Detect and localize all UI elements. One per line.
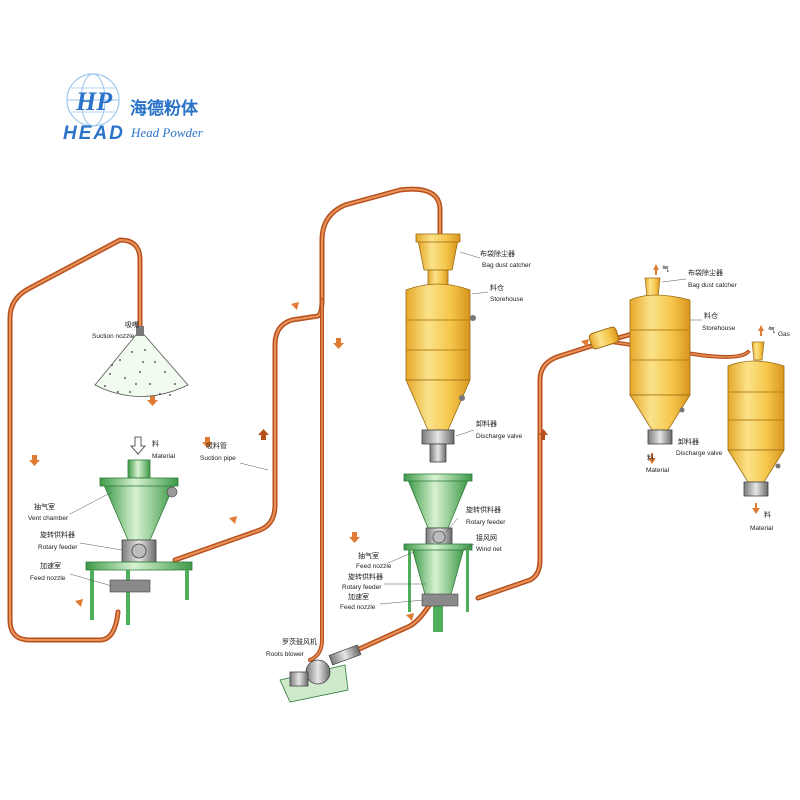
pipe-suction-main bbox=[172, 186, 443, 563]
label-vent-chamber-en: Vent chamber bbox=[28, 515, 69, 522]
label-rotary-feeder-cn-2: 旋转供料器 bbox=[466, 505, 501, 514]
label-feed-nozzle-en-3: Feed nozzle bbox=[340, 604, 376, 611]
suction-nozzle bbox=[94, 326, 189, 397]
material-down-arrow-icon bbox=[648, 453, 656, 464]
logo-name-en: Head Powder bbox=[130, 125, 204, 140]
label-material-en-3: Material bbox=[750, 525, 774, 532]
label-suction-nozzle-en: Suction nozzle bbox=[92, 333, 135, 340]
label-discharge-valve-cn-2: 卸料器 bbox=[678, 437, 699, 446]
storehouse-silo-1 bbox=[405, 233, 476, 463]
label-feed-nozzle-cn-3: 加速室 bbox=[348, 592, 369, 601]
label-storehouse-cn-1: 料仓 bbox=[490, 283, 504, 292]
label-discharge-valve-en-2: Discharge valve bbox=[676, 450, 723, 457]
arrow-icon bbox=[147, 395, 158, 406]
arrow-icon bbox=[29, 455, 40, 466]
pipe-drop-blower bbox=[308, 298, 324, 662]
label-feed-nozzle-cn-1: 加速室 bbox=[40, 561, 61, 570]
diverter-valve bbox=[588, 326, 620, 350]
label-bag-dust-catcher-en-1: Bag dust catcher bbox=[482, 262, 532, 269]
label-bag-dust-catcher-cn-2: 布袋除尘器 bbox=[688, 268, 723, 277]
storehouse-silo-2 bbox=[629, 277, 691, 445]
label-rotary-feeder-cn-1: 旋转供料器 bbox=[40, 530, 75, 539]
material-arrow-icon bbox=[130, 436, 146, 455]
rotary-feeder-unit-2 bbox=[403, 473, 473, 632]
globe-icon bbox=[66, 73, 120, 127]
arrow-icon bbox=[202, 437, 213, 448]
arrow-icon bbox=[258, 429, 269, 440]
logo-wordmark: HEAD bbox=[63, 123, 125, 144]
arrow-icon bbox=[539, 429, 548, 440]
gas-up-arrow-icon bbox=[758, 325, 764, 336]
label-feed-nozzle-en-2: Feed nozzle bbox=[356, 563, 392, 570]
gas-up-arrow-icon bbox=[653, 264, 659, 275]
label-roots-blower-en: Roots blower bbox=[266, 651, 305, 658]
label-storehouse-en-1: Storehouse bbox=[490, 296, 524, 303]
label-material-cn-1: 料 bbox=[152, 439, 159, 448]
arrow-icon bbox=[580, 339, 589, 348]
label-material-cn-3: 料 bbox=[764, 510, 771, 519]
label-rotary-feeder-en-1: Rotary feeder bbox=[38, 544, 78, 551]
label-rotary-feeder-cn-3: 旋转供料器 bbox=[348, 572, 383, 581]
label-bag-dust-catcher-cn-1: 布袋除尘器 bbox=[480, 249, 515, 258]
label-suction-pipe-en: Suction pipe bbox=[200, 455, 236, 462]
roots-blower bbox=[279, 644, 362, 703]
arrow-icon bbox=[290, 302, 299, 311]
label-material-en-2: Material bbox=[646, 467, 670, 474]
arrow-icon bbox=[333, 338, 344, 349]
label-gas-en-2: Gas bbox=[778, 331, 791, 338]
label-rotary-feeder-en-3: Rotary feeder bbox=[342, 584, 382, 591]
arrow-icon bbox=[405, 613, 414, 622]
label-roots-blower-cn: 罗茨鼓风机 bbox=[282, 637, 317, 646]
label-wind-net-en: Wind net bbox=[476, 546, 502, 553]
label-suction-nozzle-cn: 吸嘴 bbox=[125, 320, 139, 329]
label-vent-chamber-cn: 抽气室 bbox=[34, 502, 55, 511]
label-rotary-feeder-en-2: Rotary feeder bbox=[466, 519, 506, 526]
label-gas-cn-1: 气 bbox=[662, 264, 669, 273]
storehouse-silo-3 bbox=[727, 341, 785, 497]
label-wind-net-cn: 接风网 bbox=[476, 533, 497, 542]
label-vent-chamber-cn-2: 抽气室 bbox=[358, 551, 379, 560]
pipe-to-right-silos bbox=[475, 327, 648, 601]
logo-mark: HP bbox=[75, 87, 113, 116]
label-suction-pipe-cn: 吸料管 bbox=[206, 441, 227, 450]
arrow-icon bbox=[74, 599, 83, 608]
label-discharge-valve-en-1: Discharge valve bbox=[476, 433, 523, 440]
label-discharge-valve-cn-1: 卸料器 bbox=[476, 419, 497, 428]
label-storehouse-en-2: Storehouse bbox=[702, 325, 736, 332]
arrow-icon bbox=[349, 532, 360, 543]
flow-arrows bbox=[29, 302, 589, 622]
label-gas-cn-2: 气 bbox=[768, 325, 775, 334]
label-material-cn-2: 料 bbox=[647, 453, 654, 462]
label-storehouse-cn-2: 料仓 bbox=[704, 311, 718, 320]
label-material-en-1: Material bbox=[152, 453, 176, 460]
company-logo: HP 海德粉体 HEAD Head Powder bbox=[63, 73, 204, 144]
rotary-feeder-unit-1 bbox=[85, 436, 193, 625]
logo-name-cn: 海德粉体 bbox=[130, 98, 199, 119]
arrow-icon bbox=[228, 516, 237, 525]
label-bag-dust-catcher-en-2: Bag dust catcher bbox=[688, 282, 738, 289]
material-down-arrow-icon bbox=[752, 503, 760, 514]
conveying-pipes bbox=[7, 186, 750, 663]
label-feed-nozzle-en-1: Feed nozzle bbox=[30, 575, 66, 582]
